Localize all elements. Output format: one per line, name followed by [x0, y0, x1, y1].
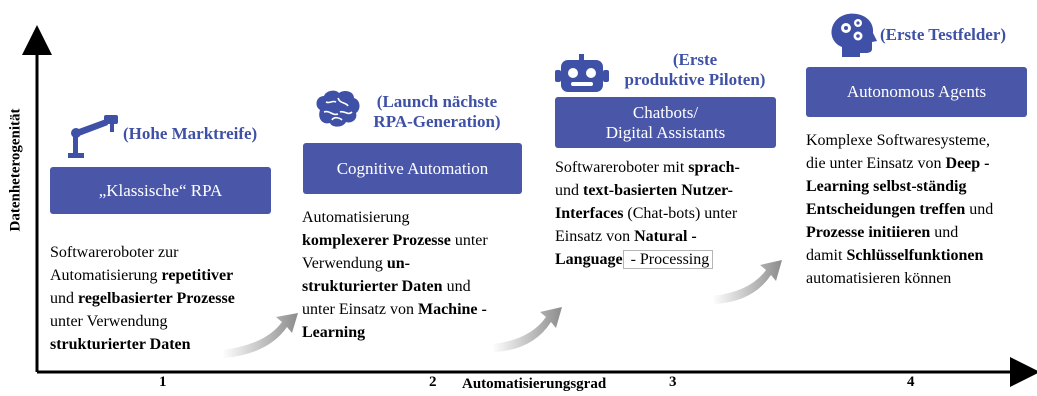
stage-3-title-line-2: Digital Assistants — [605, 122, 726, 142]
desc-line: strukturierter Daten und — [302, 278, 471, 295]
desc-line: Verwendung un- — [302, 255, 410, 272]
progress-arrow-1 — [222, 313, 298, 358]
y-axis-label: Datenheterogenität — [7, 108, 24, 232]
stage-3-description: Softwareroboter mit sprach- und text-bas… — [555, 156, 795, 271]
stage-1-box: „Klassische“ RPA — [50, 167, 271, 214]
stage-number-1: 1 — [159, 374, 167, 390]
desc-line: Softwareroboter mit sprach- — [555, 159, 740, 176]
stage-2-tag: (Launch nächste RPA-Generation) — [373, 92, 501, 131]
desc-line: Softwareroboter zur — [50, 244, 179, 261]
stage-4-box: Autonomous Agents — [806, 67, 1027, 117]
desc-line: Automatisierung repetitiver — [50, 267, 234, 284]
stage-1-tag: (Hohe Marktreife) — [123, 124, 258, 143]
stage-2-box: Cognitive Automation — [303, 143, 522, 194]
desc-line: damit Schlüsselfunktionen — [806, 247, 984, 264]
desc-line: Learning selbst-ständig — [806, 178, 967, 195]
stage-2-description: Automatisierung komplexerer Prozesse unt… — [302, 206, 542, 344]
gear-head-icon — [831, 13, 877, 57]
desc-line: unter Verwendung — [50, 313, 168, 330]
stage-3-tag: (Erste produktive Piloten) — [624, 50, 766, 89]
progress-arrow-3 — [712, 260, 782, 304]
desc-line: und text-basierten Nutzer- — [555, 182, 734, 199]
stage-number-2: 2 — [429, 374, 437, 390]
desc-line: und regelbasierter Prozesse — [50, 290, 235, 307]
desc-line: Prozesse initiieren und — [806, 224, 959, 241]
stage-3-title-line-1: Chatbots/ — [632, 102, 699, 122]
desc-line: Automatisierung — [302, 209, 410, 226]
robot-arm-icon — [68, 115, 118, 158]
progress-arrow-2 — [492, 307, 562, 352]
robot-head-icon — [555, 54, 609, 92]
stage-1-description: Softwareroboter zur Automatisierung repe… — [50, 241, 290, 356]
stage-4-tag: (Erste Testfelder) — [880, 25, 1007, 44]
stage-4-description: Komplexe Softwaresysteme, die unter Eins… — [806, 129, 1036, 290]
desc-line: Learning — [302, 324, 366, 341]
stage-4-title: Autonomous Agents — [846, 82, 987, 101]
desc-line: Entscheidungen treffen und — [806, 201, 994, 218]
stage-1-title: „Klassische“ RPA — [98, 180, 223, 200]
stage-3-box: Chatbots/ Digital Assistants — [555, 97, 776, 148]
x-axis-label: Automatisierungsgrad — [462, 376, 607, 392]
stage-number-3: 3 — [669, 374, 677, 390]
desc-line: komplexerer Prozesse unter — [302, 232, 488, 249]
desc-line: Language - Processing — [555, 248, 795, 271]
stage-number-4: 4 — [907, 374, 915, 390]
desc-line: automatisieren können — [806, 270, 952, 287]
desc-line: Komplexe Softwaresysteme, — [806, 132, 990, 149]
brain-icon — [316, 90, 360, 127]
desc-line: Interfaces (Chat-bots) unter — [555, 205, 738, 222]
highlighted-text: - Processing — [622, 250, 714, 269]
stage-2-title: Cognitive Automation — [336, 158, 489, 178]
desc-line: unter Einsatz von Machine - — [302, 301, 487, 318]
desc-line: die unter Einsatz von Deep - — [806, 155, 990, 172]
desc-line: Einsatz von Natural - — [555, 228, 697, 245]
desc-line: strukturierter Daten — [50, 336, 191, 353]
